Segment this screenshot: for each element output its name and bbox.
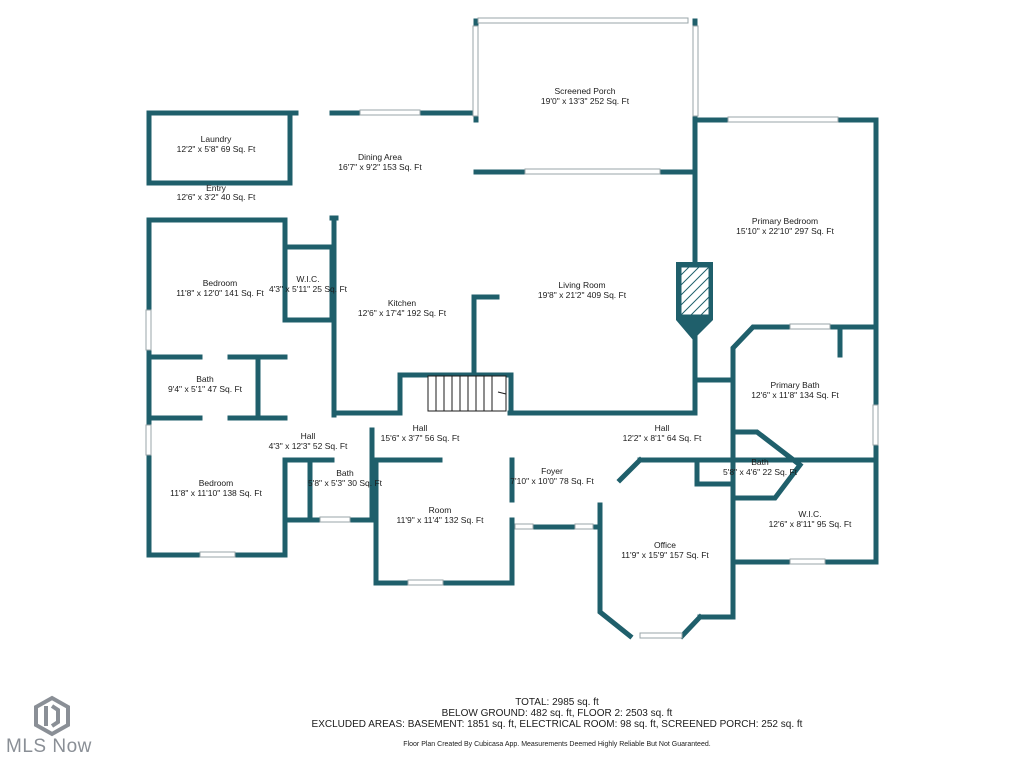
hexagon-logo-icon (34, 695, 70, 737)
svg-text:Foyer: Foyer (541, 466, 563, 476)
walls (146, 18, 879, 640)
svg-text:11'8" x 12'0" 141 Sq. Ft: 11'8" x 12'0" 141 Sq. Ft (176, 288, 264, 298)
svg-text:19'8" x 21'2" 409 Sq. Ft: 19'8" x 21'2" 409 Sq. Ft (538, 290, 627, 300)
svg-text:11'9" x 15'9" 157 Sq. Ft: 11'9" x 15'9" 157 Sq. Ft (621, 550, 709, 560)
svg-text:Office: Office (654, 540, 676, 550)
svg-text:Bath: Bath (196, 374, 214, 384)
label-wic-2: W.I.C.12'6" x 8'11" 95 Sq. Ft (769, 509, 852, 529)
svg-text:Screened Porch: Screened Porch (555, 86, 616, 96)
svg-text:7'10" x 10'0" 78 Sq. Ft: 7'10" x 10'0" 78 Sq. Ft (510, 476, 594, 486)
svg-text:12'6" x 8'11" 95 Sq. Ft: 12'6" x 8'11" 95 Sq. Ft (769, 519, 852, 529)
svg-text:Bedroom: Bedroom (199, 478, 234, 488)
svg-text:12'6" x 3'2" 40 Sq. Ft: 12'6" x 3'2" 40 Sq. Ft (177, 192, 256, 202)
svg-text:11'9" x 11'4" 132 Sq. Ft: 11'9" x 11'4" 132 Sq. Ft (397, 515, 485, 525)
svg-text:Laundry: Laundry (201, 134, 232, 144)
svg-text:Primary Bath: Primary Bath (770, 380, 819, 390)
svg-text:4'3" x 5'11" 25 Sq. Ft: 4'3" x 5'11" 25 Sq. Ft (269, 284, 348, 294)
svg-text:12'2" x 8'1" 64 Sq. Ft: 12'2" x 8'1" 64 Sq. Ft (623, 433, 702, 443)
svg-text:12'2" x 5'8" 69 Sq. Ft: 12'2" x 5'8" 69 Sq. Ft (177, 144, 256, 154)
logo-text: MLS Now (6, 736, 92, 757)
svg-text:11'8" x 11'10" 138 Sq. Ft: 11'8" x 11'10" 138 Sq. Ft (170, 488, 262, 498)
svg-text:Entry: Entry (206, 183, 227, 193)
total-area: TOTAL: 2985 sq. ft (515, 697, 599, 708)
svg-text:Bath: Bath (751, 457, 769, 467)
mls-now-logo (34, 695, 70, 737)
svg-text:5'8" x 5'3" 30 Sq. Ft: 5'8" x 5'3" 30 Sq. Ft (308, 478, 383, 488)
svg-text:Primary Bedroom: Primary Bedroom (752, 216, 818, 226)
excluded-areas: EXCLUDED AREAS: BASEMENT: 1851 sq. ft, E… (311, 719, 803, 730)
staircase (427, 375, 507, 412)
svg-text:9'4" x 5'1" 47 Sq. Ft: 9'4" x 5'1" 47 Sq. Ft (168, 384, 243, 394)
svg-text:Hall: Hall (655, 423, 670, 433)
svg-text:Room: Room (429, 505, 452, 515)
svg-text:16'7" x 9'2" 153 Sq. Ft: 16'7" x 9'2" 153 Sq. Ft (338, 162, 422, 172)
svg-text:Dining Area: Dining Area (358, 152, 402, 162)
svg-text:15'10" x 22'10" 297 Sq. Ft: 15'10" x 22'10" 297 Sq. Ft (736, 226, 834, 236)
svg-text:4'3" x 12'3" 52 Sq. Ft: 4'3" x 12'3" 52 Sq. Ft (269, 441, 348, 451)
svg-text:Bedroom: Bedroom (203, 278, 238, 288)
svg-text:5'8" x 4'6" 22 Sq. Ft: 5'8" x 4'6" 22 Sq. Ft (723, 467, 798, 477)
svg-text:W.I.C.: W.I.C. (296, 274, 319, 284)
svg-text:19'0" x 13'3" 252 Sq. Ft: 19'0" x 13'3" 252 Sq. Ft (541, 96, 630, 106)
area-summary: TOTAL: 2985 sq. ft BELOW GROUND: 482 sq.… (200, 697, 914, 750)
svg-text:W.I.C.: W.I.C. (798, 509, 821, 519)
svg-text:Kitchen: Kitchen (388, 298, 417, 308)
label-wic-1: W.I.C.4'3" x 5'11" 25 Sq. Ft (269, 274, 348, 294)
windows (145, 17, 879, 639)
svg-text:12'6" x 17'4" 192 Sq. Ft: 12'6" x 17'4" 192 Sq. Ft (358, 308, 447, 318)
svg-text:Living Room: Living Room (558, 280, 605, 290)
svg-text:Bath: Bath (336, 468, 354, 478)
svg-text:Hall: Hall (413, 423, 428, 433)
fireplace (676, 262, 713, 340)
svg-text:Hall: Hall (301, 431, 316, 441)
svg-text:12'6" x 11'8" 134 Sq. Ft: 12'6" x 11'8" 134 Sq. Ft (751, 390, 839, 400)
disclaimer: Floor Plan Created By Cubicasa App. Meas… (403, 741, 711, 748)
svg-text:15'6" x 3'7" 56 Sq. Ft: 15'6" x 3'7" 56 Sq. Ft (381, 433, 460, 443)
level-areas: BELOW GROUND: 482 sq. ft, FLOOR 2: 2503 … (441, 708, 673, 719)
